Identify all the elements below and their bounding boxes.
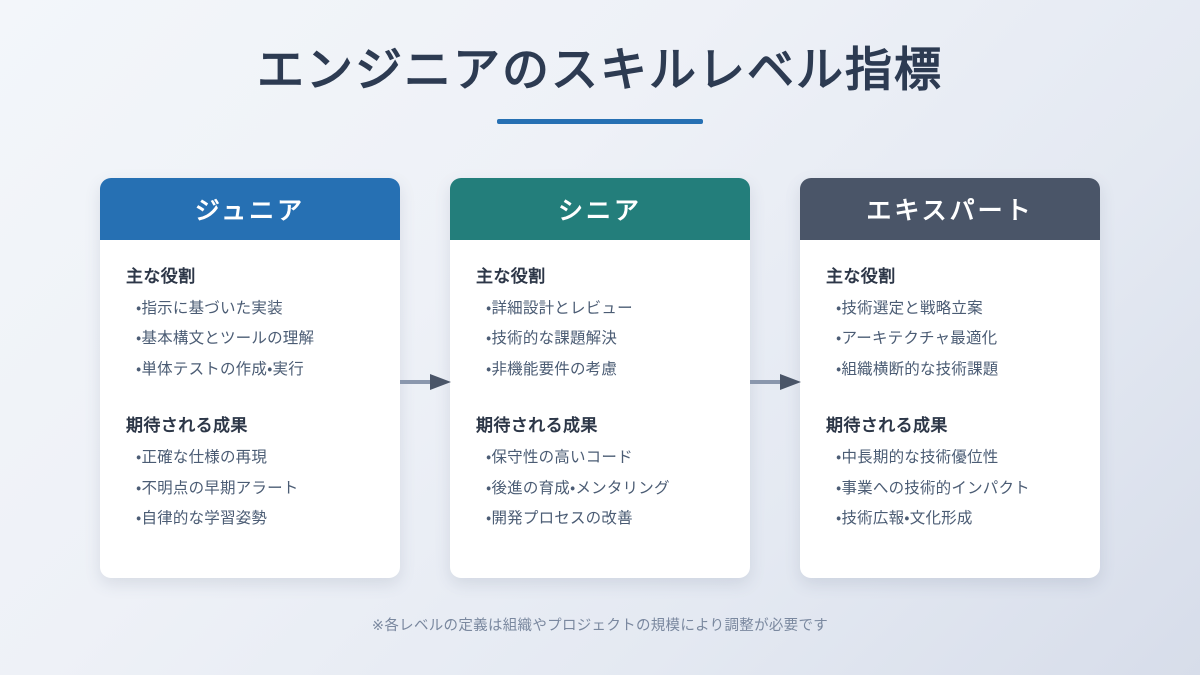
list-item: ・単体テストの作成・実行 — [136, 360, 304, 378]
card-title-senior: シニア — [557, 197, 642, 225]
section-heading-outcome: 期待される成果 — [826, 416, 948, 436]
card-header-senior: シニア — [450, 178, 750, 240]
list-item: ・指示に基づいた実装 — [136, 300, 283, 317]
level-card-group: ジュニア 主な役割 ・指示に基づいた実装 ・基本構文とツールの理解 ・単体テスト… — [100, 178, 1100, 578]
level-card-junior: ジュニア 主な役割 ・指示に基づいた実装 ・基本構文とツールの理解 ・単体テスト… — [100, 178, 400, 578]
arrow-shaft — [400, 380, 434, 384]
footer-note: ※各レベルの定義は組織やプロジェクトの規模により調整が必要です — [371, 618, 829, 634]
list-item: ・事業への技術的インパクト — [836, 479, 1030, 497]
list-item: ・組織横断的な技術課題 — [836, 360, 999, 378]
list-item: ・自律的な学習姿勢 — [136, 510, 268, 528]
bullet-list-outcome: ・保守性の高いコード ・後進の育成・メンタリング ・開発プロセスの改善 — [476, 447, 724, 530]
list-item: ・アーキテクチャ最適化 — [836, 330, 998, 348]
card-header-junior: ジュニア — [100, 178, 400, 240]
list-item: ・開発プロセスの改善 — [486, 510, 633, 528]
section-heading-outcome: 期待される成果 — [126, 416, 248, 436]
list-item: ・非機能要件の考慮 — [486, 360, 618, 378]
arrow-head — [430, 374, 451, 390]
bullet-list-outcome: ・正確な仕様の再現 ・不明点の早期アラート ・自律的な学習姿勢 — [126, 447, 374, 530]
level-card-expert: エキスパート 主な役割 ・技術選定と戦略立案 ・アーキテクチャ最適化 ・組織横断… — [800, 178, 1100, 578]
bullet-list-role: ・詳細設計とレビュー ・技術的な課題解決 ・非機能要件の考慮 — [476, 298, 724, 381]
list-item: ・後進の育成・メンタリング — [486, 479, 670, 497]
list-item: ・基本構文とツールの理解 — [136, 330, 315, 348]
title-underline — [497, 119, 703, 125]
card-header-expert: エキスパート — [800, 178, 1100, 240]
card-title-junior: ジュニア — [194, 197, 306, 225]
section-heading-role: 主な役割 — [126, 267, 196, 286]
card-body-junior: 主な役割 ・指示に基づいた実装 ・基本構文とツールの理解 ・単体テストの作成・実… — [100, 240, 400, 531]
list-item: ・保守性の高いコード — [486, 449, 633, 467]
arrow-shaft — [750, 380, 784, 384]
list-item: ・技術選定と戦略立案 — [836, 300, 983, 317]
section-heading-outcome: 期待される成果 — [476, 416, 598, 436]
list-item: ・正確な仕様の再現 — [136, 449, 268, 467]
card-title-expert: エキスパート — [866, 197, 1034, 225]
bullet-list-role: ・技術選定と戦略立案 ・アーキテクチャ最適化 ・組織横断的な技術課題 — [826, 298, 1074, 381]
level-card-senior: シニア 主な役割 ・詳細設計とレビュー ・技術的な課題解決 ・非機能要件の考慮 … — [450, 178, 750, 578]
arrow-right-icon — [400, 374, 452, 390]
section-heading-role: 主な役割 — [476, 267, 546, 286]
arrow-head — [780, 374, 801, 390]
card-body-expert: 主な役割 ・技術選定と戦略立案 ・アーキテクチャ最適化 ・組織横断的な技術課題 … — [800, 240, 1100, 531]
bullet-list-outcome: ・中長期的な技術優位性 ・事業への技術的インパクト ・技術広報・文化形成 — [826, 447, 1074, 530]
list-item: ・詳細設計とレビュー — [486, 300, 633, 317]
list-item: ・技術的な課題解決 — [486, 330, 618, 348]
page-title: エンジニアのスキルレベル指標 — [257, 43, 943, 96]
section-heading-role: 主な役割 — [826, 267, 896, 286]
list-item: ・中長期的な技術優位性 — [836, 449, 999, 467]
list-item: ・技術広報・文化形成 — [836, 510, 973, 528]
list-item: ・不明点の早期アラート — [136, 479, 299, 497]
bullet-list-role: ・指示に基づいた実装 ・基本構文とツールの理解 ・単体テストの作成・実行 — [126, 298, 374, 381]
arrow-right-icon — [750, 374, 802, 390]
card-body-senior: 主な役割 ・詳細設計とレビュー ・技術的な課題解決 ・非機能要件の考慮 期待され… — [450, 240, 750, 531]
title-block: エンジニアのスキルレベル指標 — [0, 42, 1200, 125]
